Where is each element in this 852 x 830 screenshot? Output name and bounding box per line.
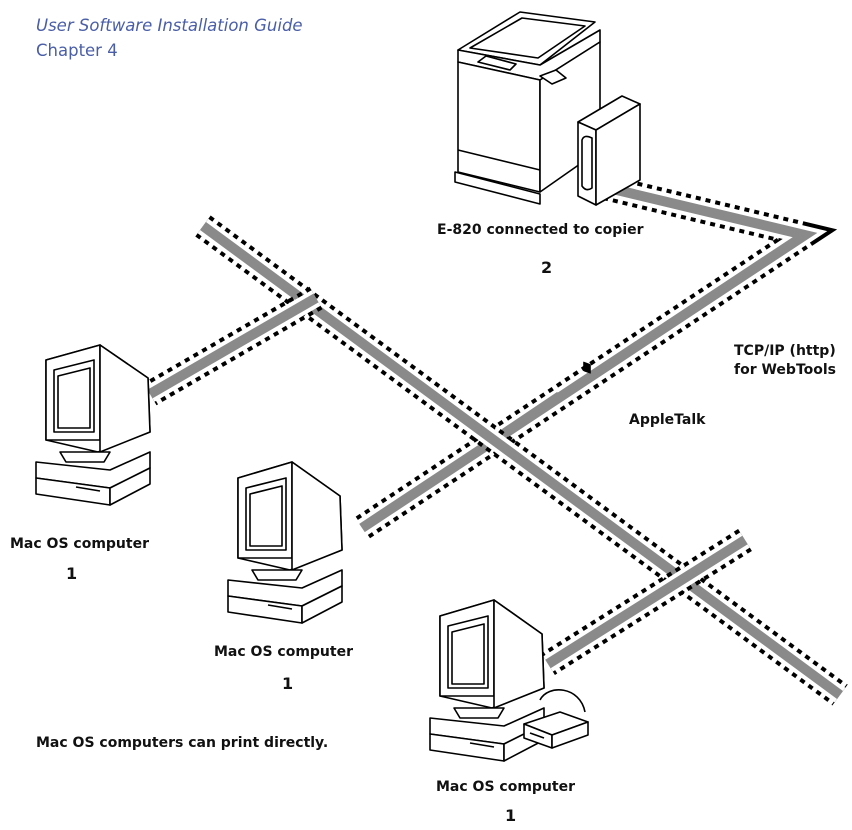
mac-computer-icon-2 (227, 461, 343, 624)
computer-label-3: Mac OS computer (436, 779, 575, 795)
appletalk-label: AppleTalk (629, 412, 706, 428)
webtools-label: for WebTools (734, 362, 837, 378)
server-icon (577, 95, 641, 374)
computer-label-2: Mac OS computer (214, 644, 353, 660)
server-number: 2 (541, 258, 553, 277)
server-label: E-820 connected to copier (437, 222, 644, 238)
computer-number-3: 1 (505, 806, 517, 825)
computer-label-1: Mac OS computer (10, 536, 149, 552)
print-note: Mac OS computers can print directly. (36, 735, 329, 751)
copier-icon (454, 11, 601, 205)
computer-number-1: 1 (66, 564, 78, 583)
tcpip-label: TCP/IP (http) (734, 343, 836, 359)
external-drive-icon (523, 689, 589, 749)
appletalk-network-line (143, 215, 848, 706)
computer-number-2: 1 (282, 674, 294, 693)
mac-computer-icon-3 (429, 599, 545, 762)
chapter-label: Chapter 4 (36, 41, 118, 60)
mac-computer-icon-1 (35, 344, 151, 506)
document-title: User Software Installation Guide (36, 16, 303, 35)
